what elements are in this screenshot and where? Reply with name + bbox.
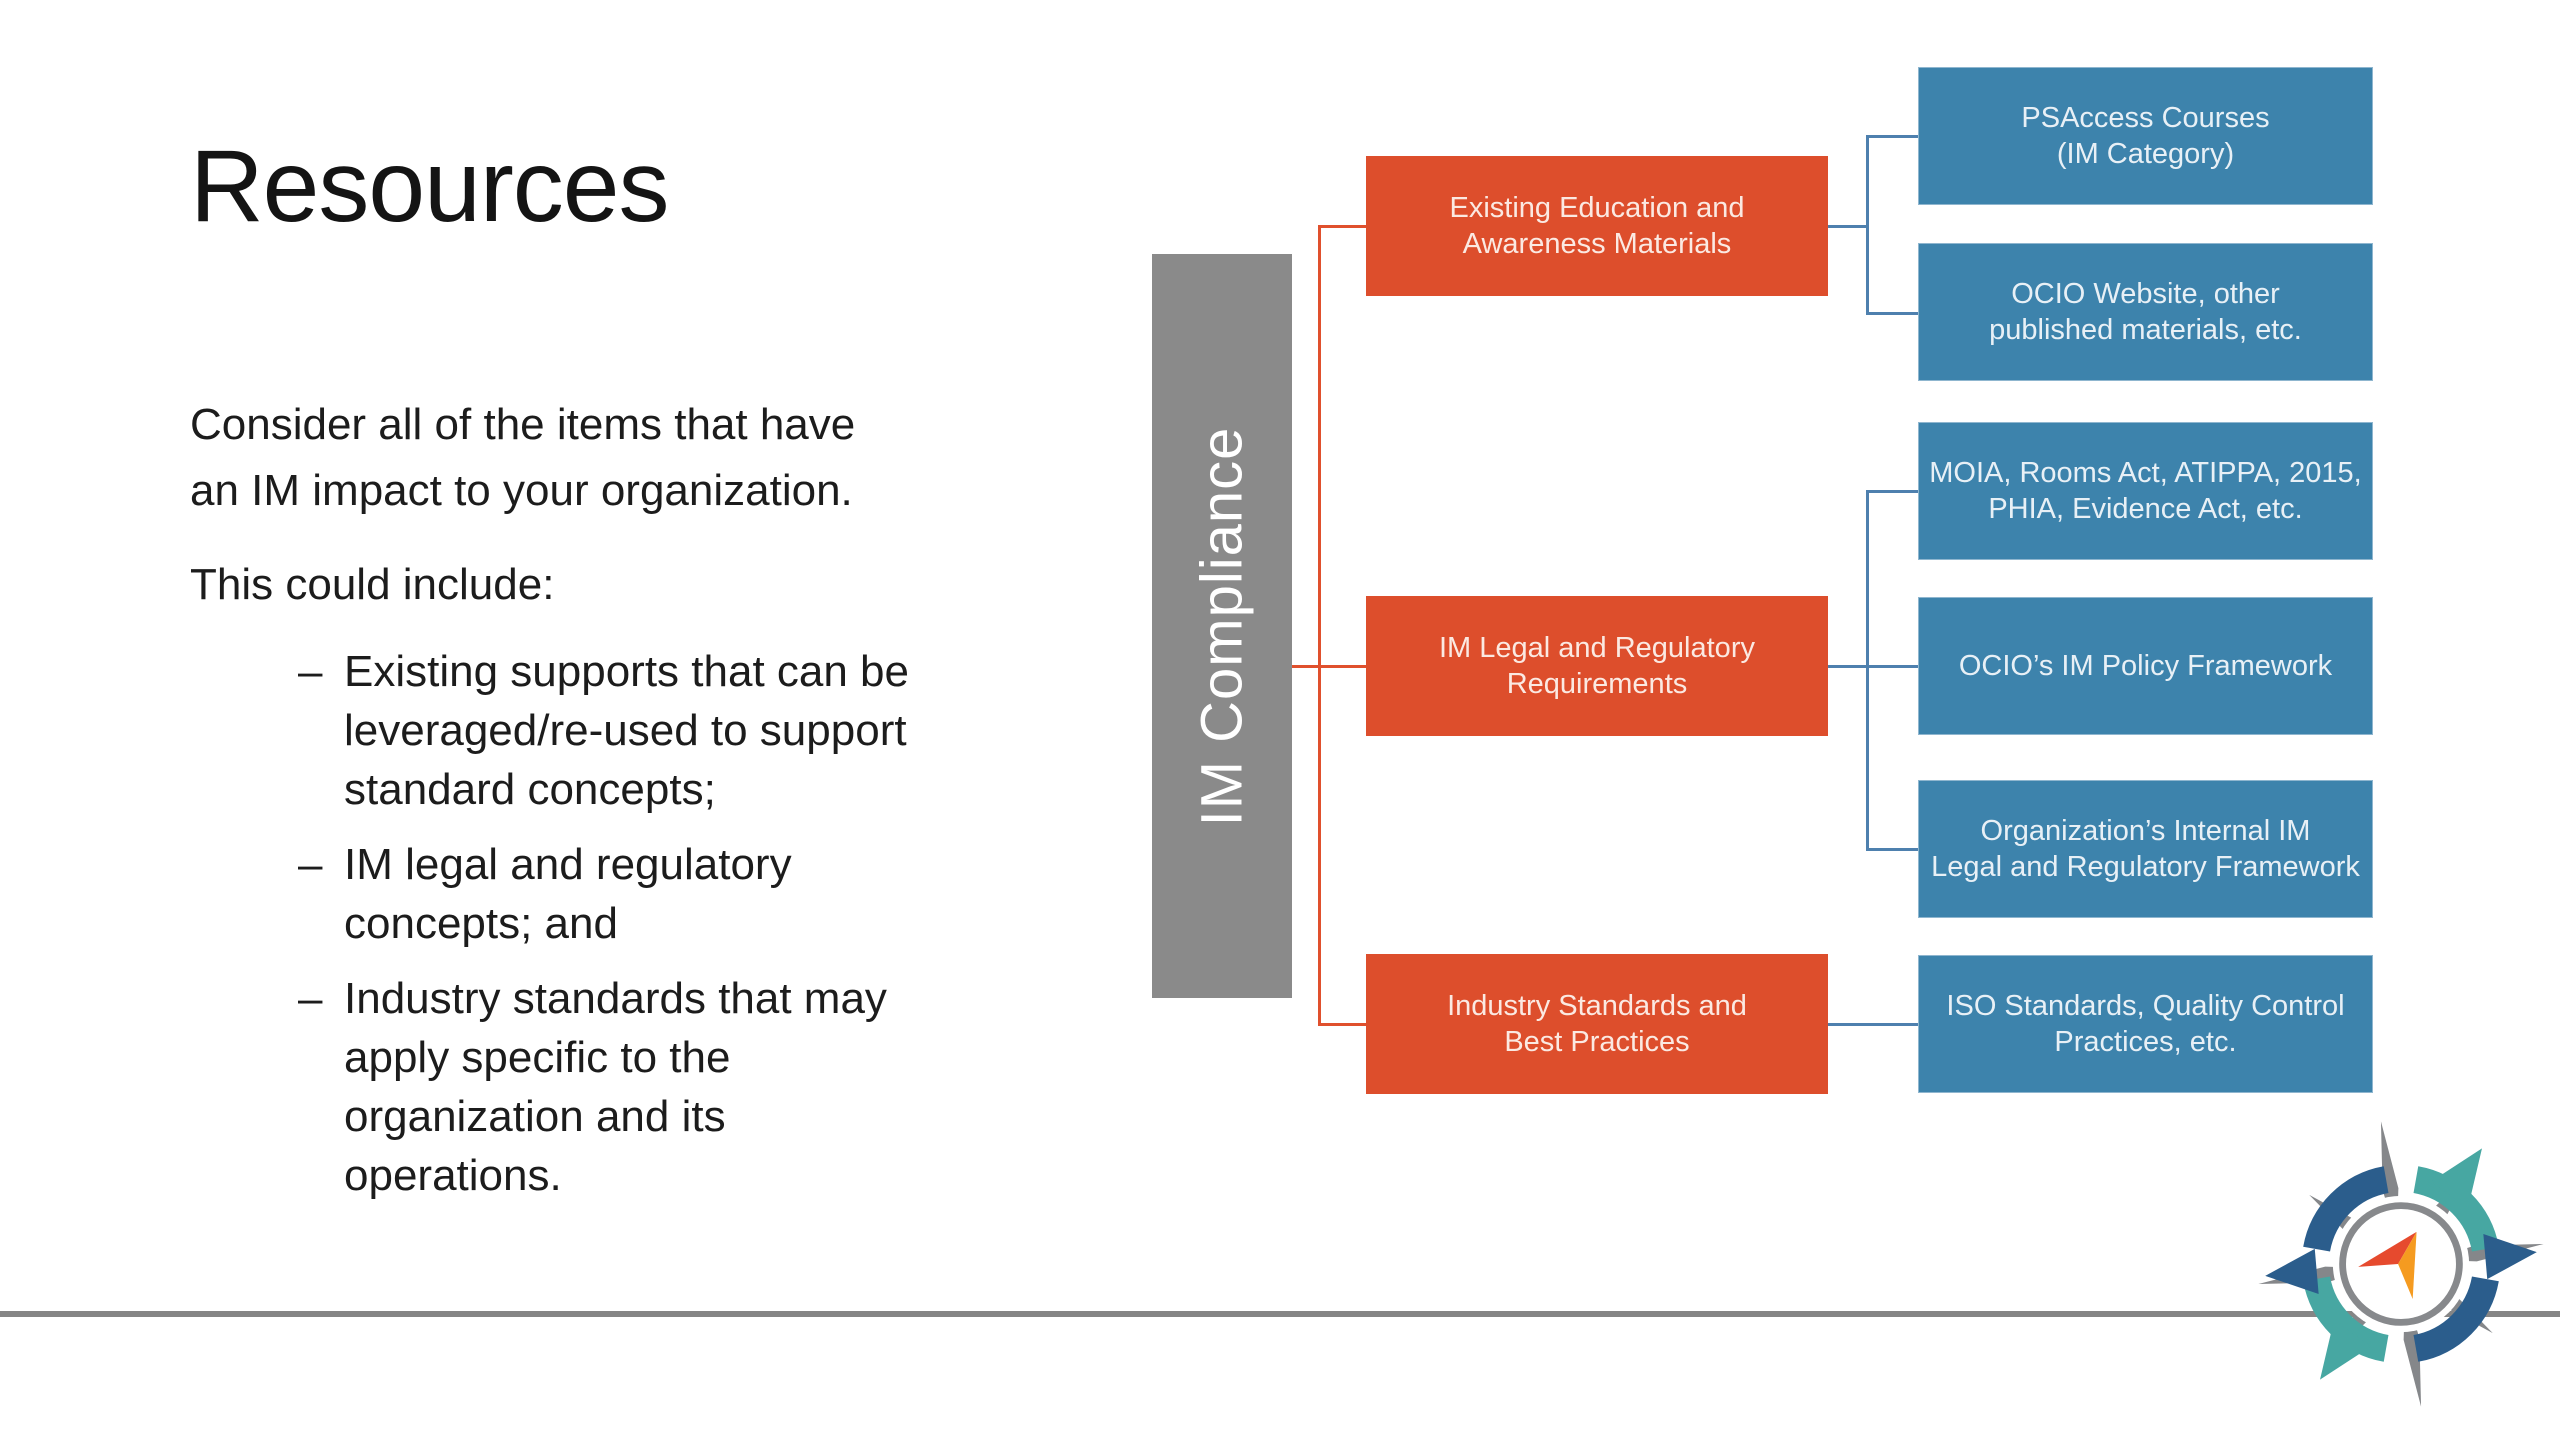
diagram-child-node: ISO Standards, Quality Control Practices…: [1918, 955, 2373, 1093]
connector-branch2-child3: [1866, 848, 1918, 851]
bullet-dash: –: [298, 840, 323, 889]
page-title: Resources: [190, 129, 670, 243]
list-item: – IM legal and regulatory concepts; and: [190, 835, 1090, 953]
connector-branch3-child1: [1828, 1023, 1918, 1026]
connector-branch1-bracket: [1866, 135, 1869, 315]
connector-trunk-to-branch-2: [1318, 665, 1366, 668]
connector-branch1-child2: [1866, 312, 1918, 315]
bullet-text: IM legal and regulatory concepts; and: [344, 840, 792, 948]
list-item: – Existing supports that can be leverage…: [190, 642, 1090, 819]
diagram-child-node: PSAccess Courses (IM Category): [1918, 67, 2373, 205]
connector-trunk-to-branch-1: [1318, 225, 1366, 228]
bullet-text: Industry standards that may apply specif…: [344, 974, 887, 1200]
body-text-block: Consider all of the items that have an I…: [190, 392, 1090, 1221]
bullet-dash: –: [298, 974, 323, 1023]
diagram-child-node: OCIO’s IM Policy Framework: [1918, 597, 2373, 735]
connector-branch2-child2: [1866, 665, 1918, 668]
connector-orange-trunk: [1318, 225, 1321, 1026]
list-item: – Industry standards that may apply spec…: [190, 969, 1090, 1205]
bullet-text: Existing supports that can be leveraged/…: [344, 647, 909, 814]
paragraph: This could include:: [190, 560, 555, 609]
connector-branch2-child1: [1866, 490, 1918, 493]
bullet-dash: –: [298, 647, 323, 696]
compass-logo-icon: [2258, 1121, 2544, 1407]
diagram-child-node: MOIA, Rooms Act, ATIPPA, 2015, PHIA, Evi…: [1918, 422, 2373, 560]
bullet-list: – Existing supports that can be leverage…: [190, 642, 1090, 1205]
connector-branch1-out: [1828, 225, 1868, 228]
diagram-branch-node: IM Legal and Regulatory Requirements: [1366, 596, 1828, 736]
diagram-child-node: OCIO Website, other published materials,…: [1918, 243, 2373, 381]
diagram-branch-node: Existing Education and Awareness Materia…: [1366, 156, 1828, 296]
connector-branch1-child1: [1866, 135, 1918, 138]
diagram-branch-node: Industry Standards and Best Practices: [1366, 954, 1828, 1094]
diagram-root-node: IM Compliance: [1152, 254, 1292, 998]
diagram-root-label: IM Compliance: [1189, 426, 1255, 826]
diagram-child-node: Organization’s Internal IM Legal and Reg…: [1918, 780, 2373, 918]
paragraph: Consider all of the items that have an I…: [190, 400, 856, 515]
footer-divider: [0, 1311, 2560, 1317]
connector-root-to-trunk: [1292, 665, 1318, 668]
connector-trunk-to-branch-3: [1318, 1023, 1366, 1026]
connector-branch2-out: [1828, 665, 1868, 668]
connector-branch2-bracket: [1866, 490, 1869, 851]
